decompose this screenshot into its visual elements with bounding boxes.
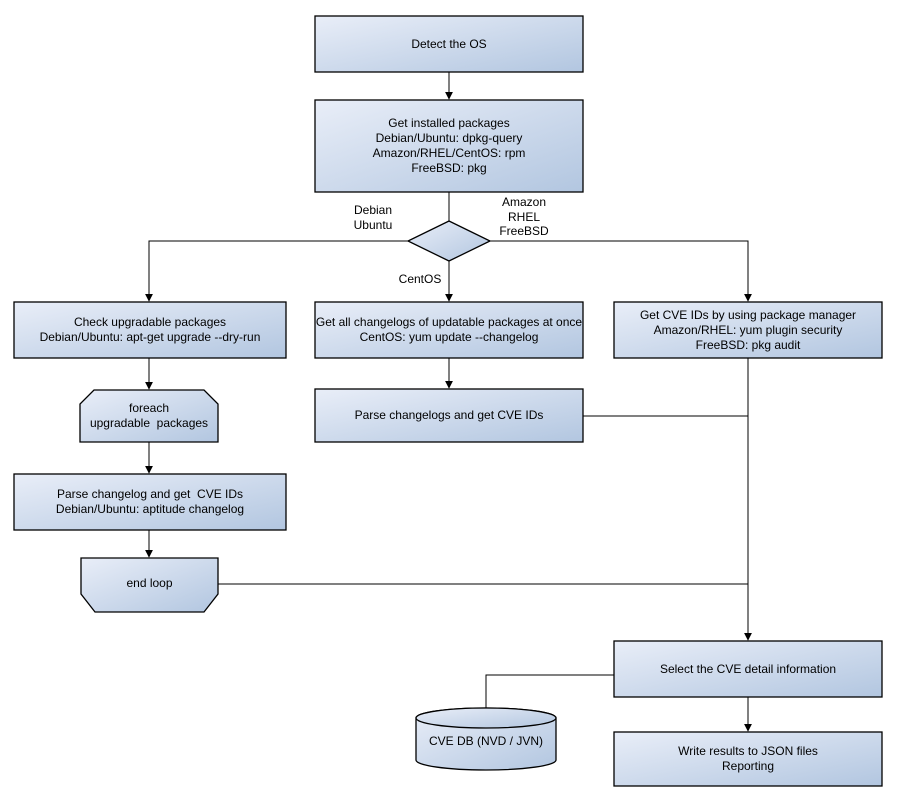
edge-decision-to-check-upgradable (145, 240, 408, 302)
select-cve-detail-box (613, 640, 883, 698)
get-cve-ids-pkg-manager-box (613, 301, 883, 359)
foreach-loop-shape (79, 389, 219, 443)
detect-os-box (314, 15, 584, 73)
cve-db-cylinder-top (415, 707, 557, 729)
get-all-changelogs-box (314, 301, 584, 359)
parse-changelogs-centos-box (314, 388, 584, 443)
get-installed-packages-box (314, 99, 584, 193)
edge-select-to-cvedb (485, 674, 614, 708)
parse-changelog-debian-box (13, 473, 287, 531)
edge-decision-to-get-cve-right (490, 240, 752, 302)
end-loop-shape (80, 557, 219, 613)
write-results-box (613, 731, 883, 787)
os-decision-diamond (406, 220, 492, 262)
check-upgradable-box (13, 301, 287, 359)
